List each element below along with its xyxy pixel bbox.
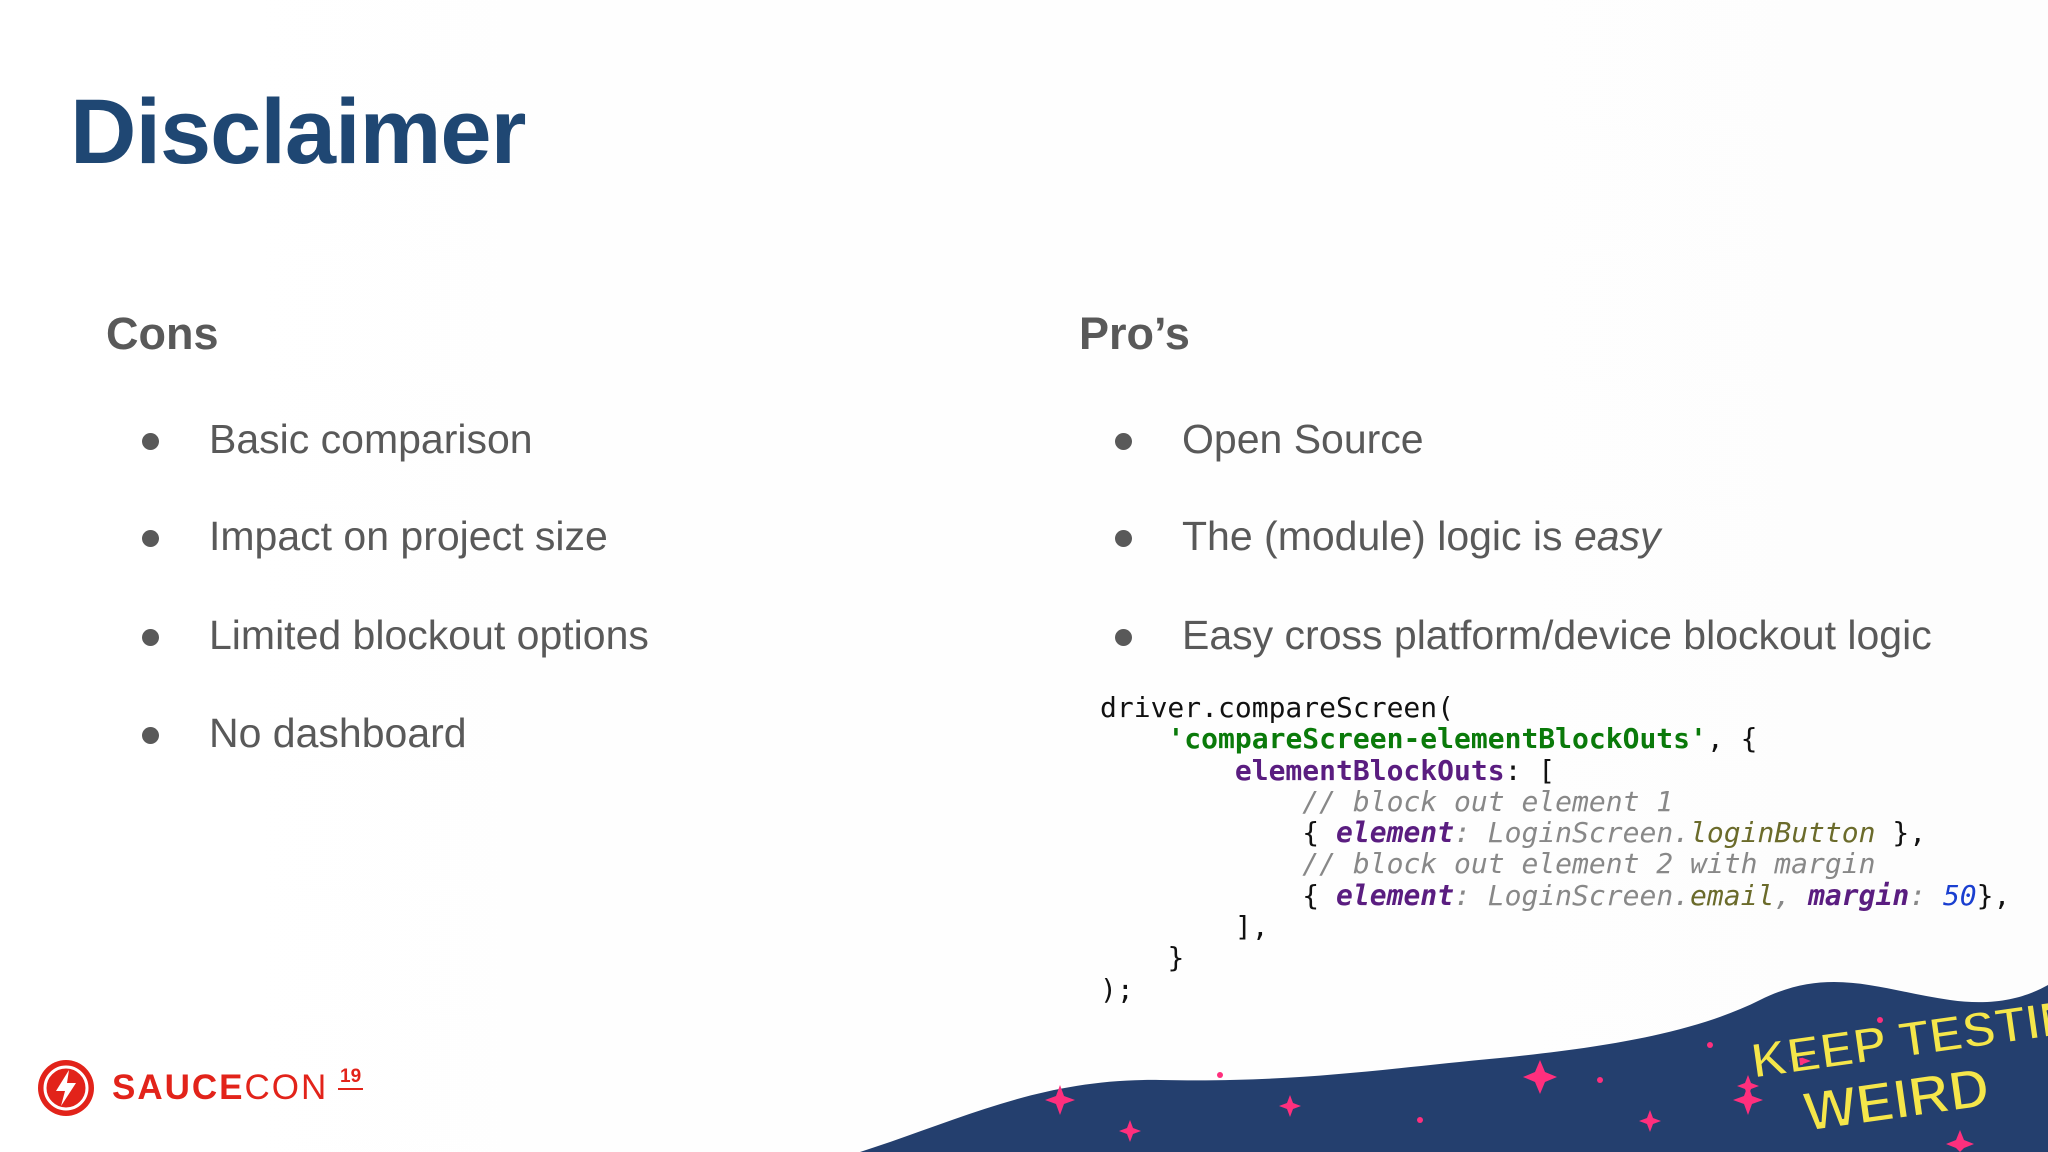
code-object: LoginScreen. — [1487, 816, 1691, 850]
code-object: LoginScreen. — [1487, 878, 1691, 912]
bullet-icon — [142, 530, 159, 547]
tagline-line2: WEIRD — [1800, 1055, 1994, 1143]
code-comment: // block out element 2 with margin — [1302, 847, 1876, 881]
list-item-text: Basic comparison — [209, 416, 533, 462]
code-property: loginButton — [1690, 816, 1876, 850]
code-property: email — [1690, 878, 1775, 912]
slide-title: Disclaimer — [70, 81, 526, 183]
list-item-text: Open Source — [1182, 416, 1424, 462]
code-punct: : [ — [1504, 753, 1556, 787]
code-punct: , { — [1706, 722, 1758, 756]
logo-text-light: CON — [244, 1068, 329, 1107]
code-key: element — [1336, 878, 1455, 912]
code-punct: } — [1167, 941, 1185, 975]
tagline-group: KEEP TESTIN' WEIRD — [1747, 986, 2048, 1145]
code-punct: { — [1302, 878, 1337, 912]
code-key: margin — [1808, 878, 1910, 912]
pros-heading: Pro’s — [1079, 308, 1190, 359]
logo-text-bold: SAUCE — [112, 1068, 245, 1107]
bullet-icon — [1115, 530, 1132, 547]
list-item-text: Easy cross platform/device blockout logi… — [1182, 612, 1932, 658]
code-line: driver.compareScreen( — [1100, 691, 1455, 724]
list-item-text: The (module) logic is easy — [1182, 513, 1661, 560]
bullet-icon — [142, 433, 159, 450]
code-number: 50 — [1942, 878, 1977, 912]
bullet-icon — [142, 727, 159, 744]
cons-heading: Cons — [106, 308, 219, 359]
code-key: elementBlockOuts — [1234, 753, 1505, 787]
code-punct: : — [1454, 816, 1488, 850]
emphasis-text: easy — [1573, 513, 1661, 559]
code-punct: ], — [1234, 910, 1269, 944]
star-icons — [1045, 1017, 1974, 1152]
list-item-text: Impact on project size — [209, 513, 608, 559]
bullet-icon — [1115, 433, 1132, 450]
list-item-text-main: The (module) logic is — [1182, 513, 1574, 559]
code-sample: driver.compareScreen( 'compareScreen-ele… — [1100, 692, 2010, 1005]
code-comment: // block out element 1 — [1302, 784, 1674, 818]
code-string: 'compareScreen-elementBlockOuts' — [1167, 722, 1707, 756]
code-punct: { — [1302, 816, 1337, 850]
wave-shape — [860, 981, 2048, 1152]
list-item-text: No dashboard — [209, 710, 467, 756]
bullet-icon — [142, 629, 159, 646]
code-punct: }, — [1976, 878, 2011, 912]
logo-text: SAUCECON — [112, 1068, 328, 1108]
code-punct: , — [1774, 878, 1809, 912]
code-key: element — [1336, 816, 1455, 850]
code-punct: }, — [1875, 816, 1927, 850]
code-punct: : — [1454, 878, 1488, 912]
code-punct: ); — [1100, 972, 1134, 1006]
lightning-bolt-icon — [38, 1060, 94, 1116]
list-item-text: Limited blockout options — [209, 612, 649, 658]
code-punct: : — [1909, 878, 1943, 912]
bullet-icon — [1115, 629, 1132, 646]
logo-year: 19 — [338, 1066, 364, 1090]
